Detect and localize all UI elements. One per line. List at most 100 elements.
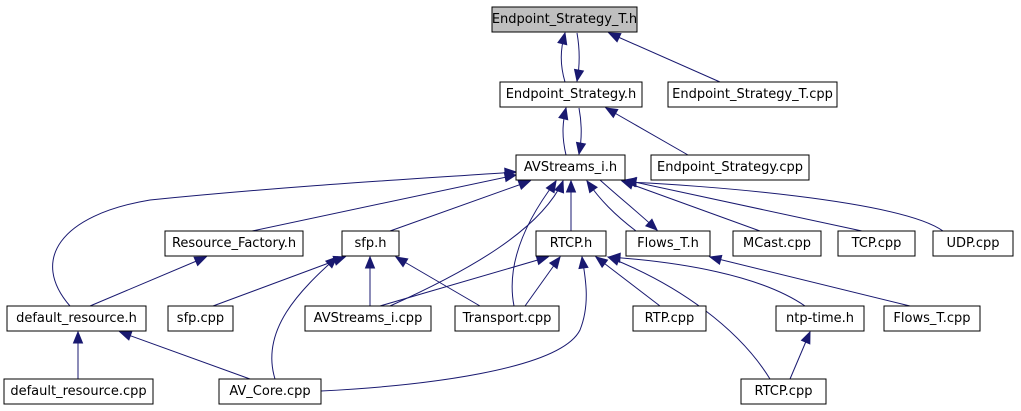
node-label: default_resource.cpp [10,384,146,399]
edge-ep-strat-t-cpp-to-ep-strat-t-h [607,32,721,83]
edge-avstreams-cpp-to-avstreams-h [389,179,565,307]
edge-line [320,256,587,392]
edge-default-resource-h-to-avstreams-h [52,167,518,307]
node-label: Endpoint_Strategy.cpp [657,160,803,175]
edge-av-core-cpp-to-sfp-h [271,256,338,380]
arrowhead [554,179,565,194]
edge-line [608,32,721,83]
edge-line [605,107,689,156]
node-sfp-cpp[interactable]: sfp.cpp [167,305,234,332]
node-label: Endpoint_Strategy_T.h [492,12,637,27]
edge-avstreams-h-to-ep-strat-h [558,106,569,156]
arrowhead [517,180,532,190]
node-endpoint-strategy-t-cpp[interactable]: Endpoint_Strategy_T.cpp [667,81,838,108]
node-label: Flows_T.h [637,236,699,251]
edge-line [212,256,346,307]
node-endpoint-strategy-t-h[interactable]: Endpoint_Strategy_T.h [491,6,638,33]
edge-sfp-h-to-avstreams-h [389,180,532,232]
node-udp-cpp[interactable]: UDP.cpp [932,230,1014,257]
node-avstreams-i-cpp[interactable]: AVStreams_i.cpp [304,305,432,332]
arrowhead [193,256,208,267]
arrowhead [606,255,621,266]
arrowhead [504,167,518,178]
edge-avstreams-h-to-flows-t-h [599,179,658,231]
edge-default-resource-h-to-resource-factory-h [89,256,208,307]
node-label: Endpoint_Strategy_T.cpp [672,87,833,102]
node-label: UDP.cpp [946,236,999,251]
node-label: default_resource.h [16,311,137,326]
node-label: ntp-time.h [786,311,854,326]
edge-line [119,331,251,380]
node-label: sfp.cpp [177,311,224,326]
node-flows-t-h[interactable]: Flows_T.h [625,230,711,257]
node-endpoint-strategy-cpp[interactable]: Endpoint_Strategy.cpp [650,154,810,181]
node-label: Resource_Factory.h [172,236,296,251]
arrowhead [557,31,568,46]
arrowhead [573,68,585,83]
arrowhead [575,141,587,156]
node-label: RTP.cpp [645,311,695,326]
arrowhead [594,256,609,269]
node-label: AVStreams_i.h [524,160,617,175]
node-sfp-h[interactable]: sfp.h [341,230,400,257]
edge-line [389,180,564,307]
edge-line [389,180,531,232]
arrowhead [708,254,723,266]
edge-sfp-cpp-to-sfp-h [212,255,347,307]
edge-ep-strat-h-to-ep-strat-t-h [557,31,568,83]
arrowhead [548,255,561,270]
edges-layer [52,31,944,392]
node-label: AV_Core.cpp [229,384,310,399]
node-av-core-cpp[interactable]: AV_Core.cpp [218,378,322,405]
arrowhead [558,106,569,121]
edge-ntp-time-h-to-rtcp-h [607,252,806,307]
arrowhead [535,255,550,266]
edge-line [511,180,557,307]
edge-line [251,174,517,232]
edge-line [595,256,661,307]
arrowhead [394,256,409,268]
edge-line [271,256,338,380]
node-resource-factory-h[interactable]: Resource_Factory.h [164,230,304,257]
edge-line [624,179,863,232]
node-label: MCast.cpp [743,236,811,251]
node-avstreams-i-h[interactable]: AVStreams_i.h [515,154,626,181]
edge-resource-factory-h-to-avstreams-h [251,171,518,232]
node-transport-cpp[interactable]: Transport.cpp [454,305,560,332]
node-label: sfp.h [355,236,387,251]
node-rtcp-h[interactable]: RTCP.h [535,230,607,257]
arrowhead [72,330,84,344]
arrowhead [800,330,811,345]
node-flows-t-cpp[interactable]: Flows_T.cpp [883,305,981,332]
edge-ep-strat-cpp-to-ep-strat-h [604,107,689,156]
node-rtp-cpp[interactable]: RTP.cpp [632,305,707,332]
edge-default-resource-cpp-to-default-resource-h [72,330,84,379]
arrowhead [586,179,598,194]
edge-line [709,256,911,307]
node-tcp-cpp[interactable]: TCP.cpp [837,230,916,257]
edge-rtcp-cpp-to-ntp-time-h [789,330,811,380]
arrowhead [364,255,376,269]
arrowhead [644,218,658,231]
edge-mcast-cpp-to-avstreams-h [620,179,761,232]
edge-line [621,180,761,232]
edge-line [379,256,549,307]
node-label: RTCP.cpp [755,384,813,399]
edge-rtcp-h-to-avstreams-h [565,179,577,231]
node-rtcp-cpp[interactable]: RTCP.cpp [740,378,827,405]
nodes-layer: Endpoint_Strategy_T.h Endpoint_Strategy.… [3,6,1014,405]
node-default-resource-h[interactable]: default_resource.h [6,305,147,332]
arrowhead [118,330,133,341]
node-ntp-time-h[interactable]: ntp-time.h [775,305,865,332]
node-label: Flows_T.cpp [893,311,970,326]
node-mcast-cpp[interactable]: MCast.cpp [732,230,822,257]
edge-avstreams-cpp-to-sfp-h [364,255,376,306]
edge-flows-t-cpp-to-flows-t-h [708,254,911,307]
node-default-resource-cpp[interactable]: default_resource.cpp [3,378,154,405]
edge-line [395,256,481,307]
arrowhead [565,179,577,193]
node-label: Endpoint_Strategy.h [506,87,637,102]
node-endpoint-strategy-h[interactable]: Endpoint_Strategy.h [499,81,643,108]
edge-transport-cpp-to-avstreams-h [511,179,557,307]
